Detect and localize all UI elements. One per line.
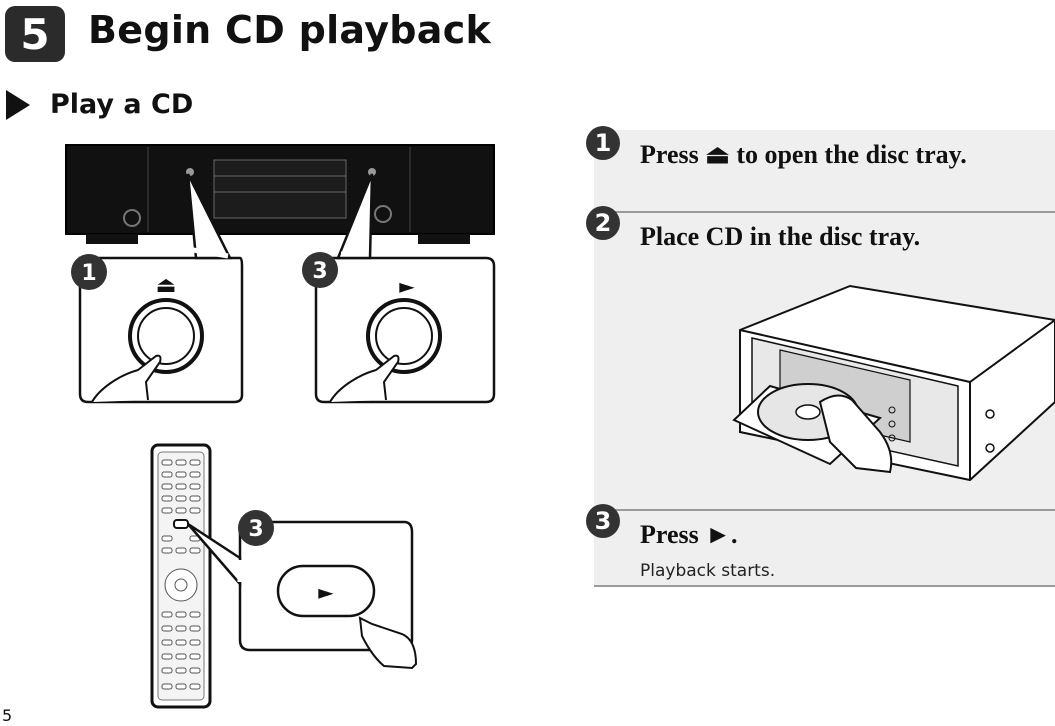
step-number: 5 <box>20 9 50 59</box>
step-3-text: Press ►. <box>640 520 738 549</box>
play-icon: ► <box>318 580 334 604</box>
section-arrow-icon <box>6 90 30 120</box>
remote-control-illustration: ► 3 <box>150 443 418 709</box>
eject-icon: ⏏ <box>156 273 177 298</box>
section-title: Play a CD <box>50 89 194 120</box>
step-divider <box>594 585 1055 587</box>
step-divider <box>594 211 1055 213</box>
eject-icon: ⏏ <box>705 140 730 169</box>
disc-tray-display <box>213 159 347 219</box>
step-1-text: Press ⏏ to open the disc tray. <box>640 140 967 169</box>
callout-badge-3 <box>238 510 274 546</box>
step-3-subtext: Playback starts. <box>640 561 776 581</box>
remote-play-button[interactable] <box>276 564 376 618</box>
callout-badge-3-label: 3 <box>248 517 263 542</box>
callout-badge-3 <box>302 252 338 288</box>
step-divider <box>594 509 1055 511</box>
step-badge-2: 2 <box>586 206 620 240</box>
hand-icon <box>329 354 400 403</box>
cd-player-front-illustration: ⏏ 1 ► 3 <box>65 144 496 404</box>
hand-icon <box>358 616 418 670</box>
callout-badge-1-label: 1 <box>81 261 96 286</box>
callout-badge-3-label: 3 <box>312 259 327 284</box>
step-number-badge: 5 <box>5 6 65 62</box>
hand-icon <box>91 354 162 403</box>
step-2-text: Place CD in the disc tray. <box>640 222 921 251</box>
hand-icon <box>818 394 893 474</box>
disc-loading-illustration <box>732 284 1055 482</box>
remote-play-key[interactable] <box>173 519 189 529</box>
step-badge-3: 3 <box>586 504 620 538</box>
page-number: 5 <box>2 706 13 725</box>
play-icon: ► <box>399 274 415 298</box>
step-badge-1: 1 <box>586 126 620 160</box>
callout-badge-1 <box>71 254 107 290</box>
page-title: Begin CD playback <box>88 8 492 52</box>
